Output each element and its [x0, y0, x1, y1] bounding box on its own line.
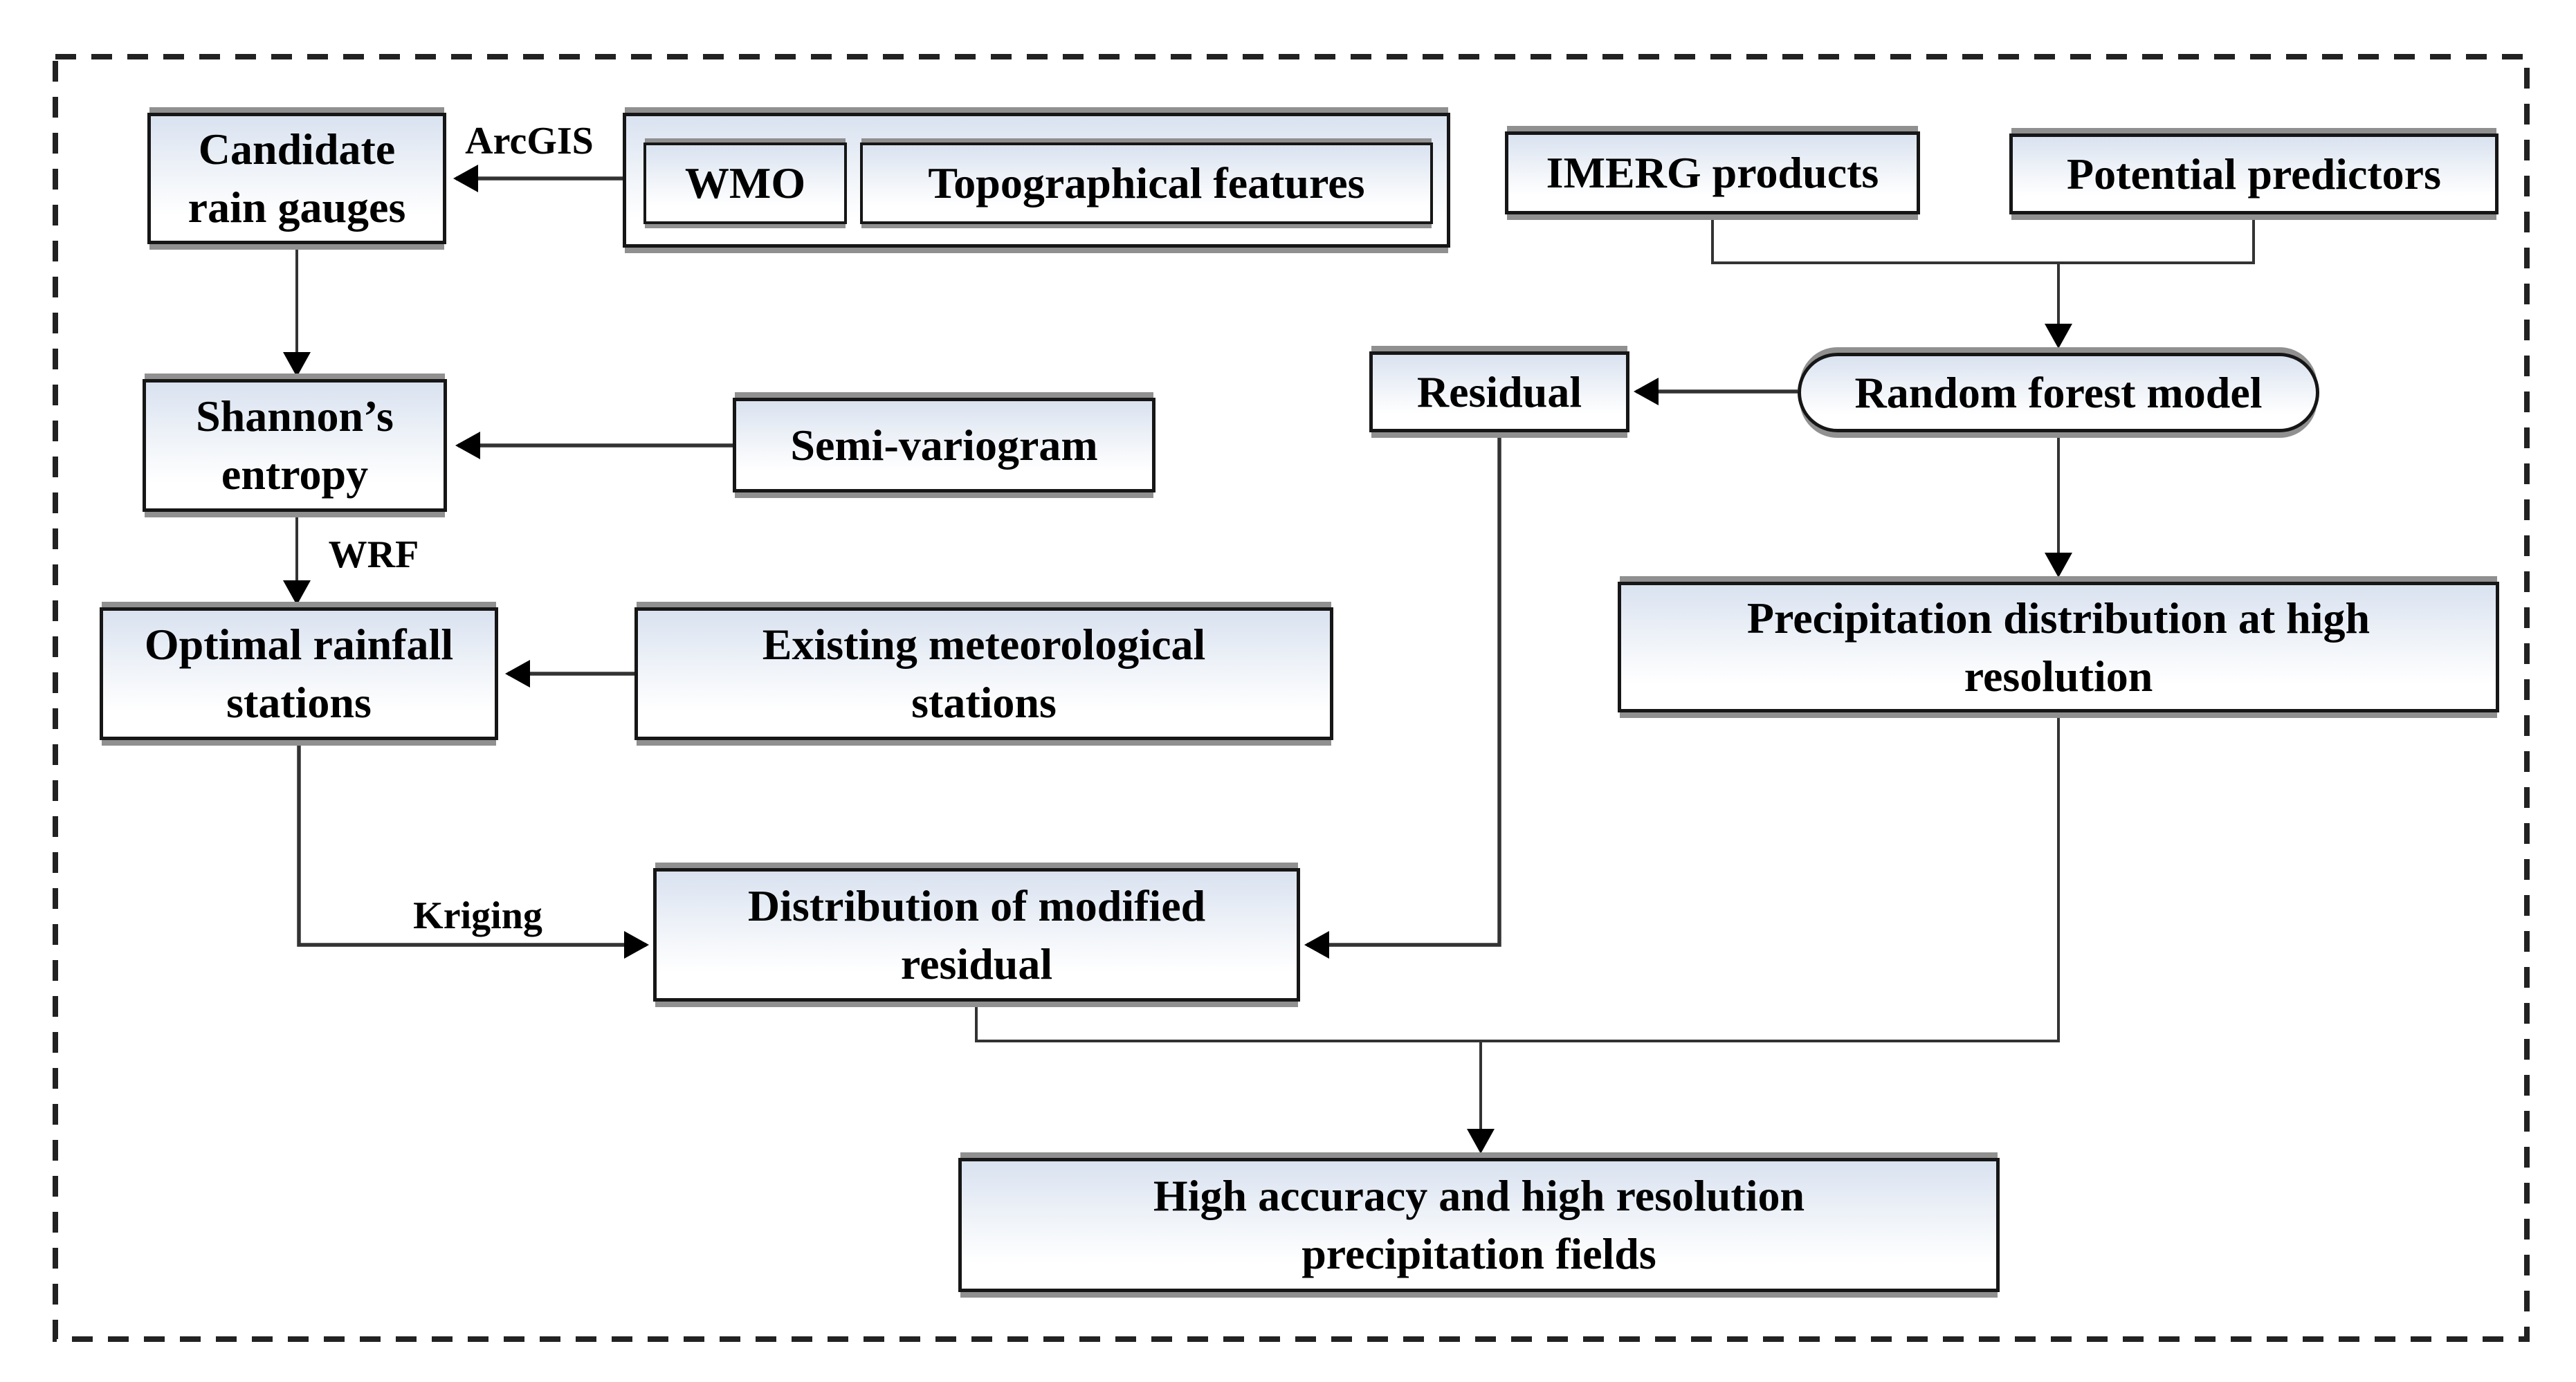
- node-label-line: rain gauges: [188, 183, 406, 232]
- node-label-line: WMO: [684, 158, 806, 208]
- node-label-line: entropy: [221, 450, 369, 499]
- node-optimal-rainfall-stations: Optimal rainfall stations: [100, 607, 498, 740]
- node-label-line: Distribution of modified: [747, 881, 1206, 930]
- node-input-data-group: WMO Topographical features: [623, 113, 1450, 248]
- node-candidate-rain-gauges: Candidate rain gauges: [147, 113, 446, 244]
- node-label-line: Optimal rainfall: [144, 620, 454, 669]
- node-label-line: High accuracy and high resolution: [1153, 1171, 1805, 1220]
- node-label-line: Potential predictors: [2067, 149, 2441, 199]
- edge-outputs-to-final: [975, 712, 2060, 1154]
- node-potential-predictors: Potential predictors: [2009, 133, 2499, 214]
- node-label-line: Semi-variogram: [790, 420, 1098, 470]
- node-existing-meteorological-stations: Existing meteorological stations: [634, 607, 1333, 740]
- node-semi-variogram: Semi-variogram: [733, 398, 1155, 492]
- node-label-line: Topographical features: [928, 158, 1365, 208]
- edge-label-wrf: WRF: [328, 533, 419, 576]
- node-high-accuracy-precipitation-fields: High accuracy and high resolution precip…: [958, 1158, 2000, 1292]
- edge-label-arcgis: ArcGIS: [465, 120, 594, 163]
- node-residual: Residual: [1369, 351, 1629, 432]
- node-label-line: Shannon’s: [196, 391, 394, 441]
- edge-inputs-to-randomforest: [1711, 214, 2255, 349]
- edge-optimal-to-distribution-kriging: [297, 740, 649, 959]
- node-random-forest-model: Random forest model: [1798, 353, 2319, 432]
- node-label-line: Existing meteorological: [762, 620, 1206, 669]
- node-label-line: residual: [900, 939, 1053, 988]
- node-label-line: Random forest model: [1854, 367, 2263, 417]
- node-label-line: Candidate: [198, 125, 396, 174]
- node-label-line: Precipitation distribution at high: [1746, 593, 2371, 643]
- node-label-line: resolution: [1964, 651, 2153, 701]
- node-label-line: stations: [226, 678, 372, 727]
- node-label-line: stations: [911, 678, 1057, 727]
- node-label-line: Residual: [1416, 367, 1582, 416]
- node-label-line: precipitation fields: [1301, 1229, 1656, 1278]
- node-label-line: IMERG products: [1546, 148, 1879, 197]
- edge-residual-to-distribution: [1304, 432, 1501, 959]
- node-precipitation-distribution-high-resolution: Precipitation distribution at high resol…: [1618, 582, 2499, 712]
- node-wmo: WMO: [643, 142, 847, 224]
- node-topographical-features: Topographical features: [860, 142, 1433, 224]
- node-imerg-products: IMERG products: [1505, 131, 1920, 214]
- node-distribution-of-modified-residual: Distribution of modified residual: [653, 868, 1300, 1002]
- node-shannons-entropy: Shannon’s entropy: [143, 379, 447, 512]
- edge-label-kriging: Kriging: [413, 894, 542, 937]
- dashed-border: [53, 54, 2530, 1342]
